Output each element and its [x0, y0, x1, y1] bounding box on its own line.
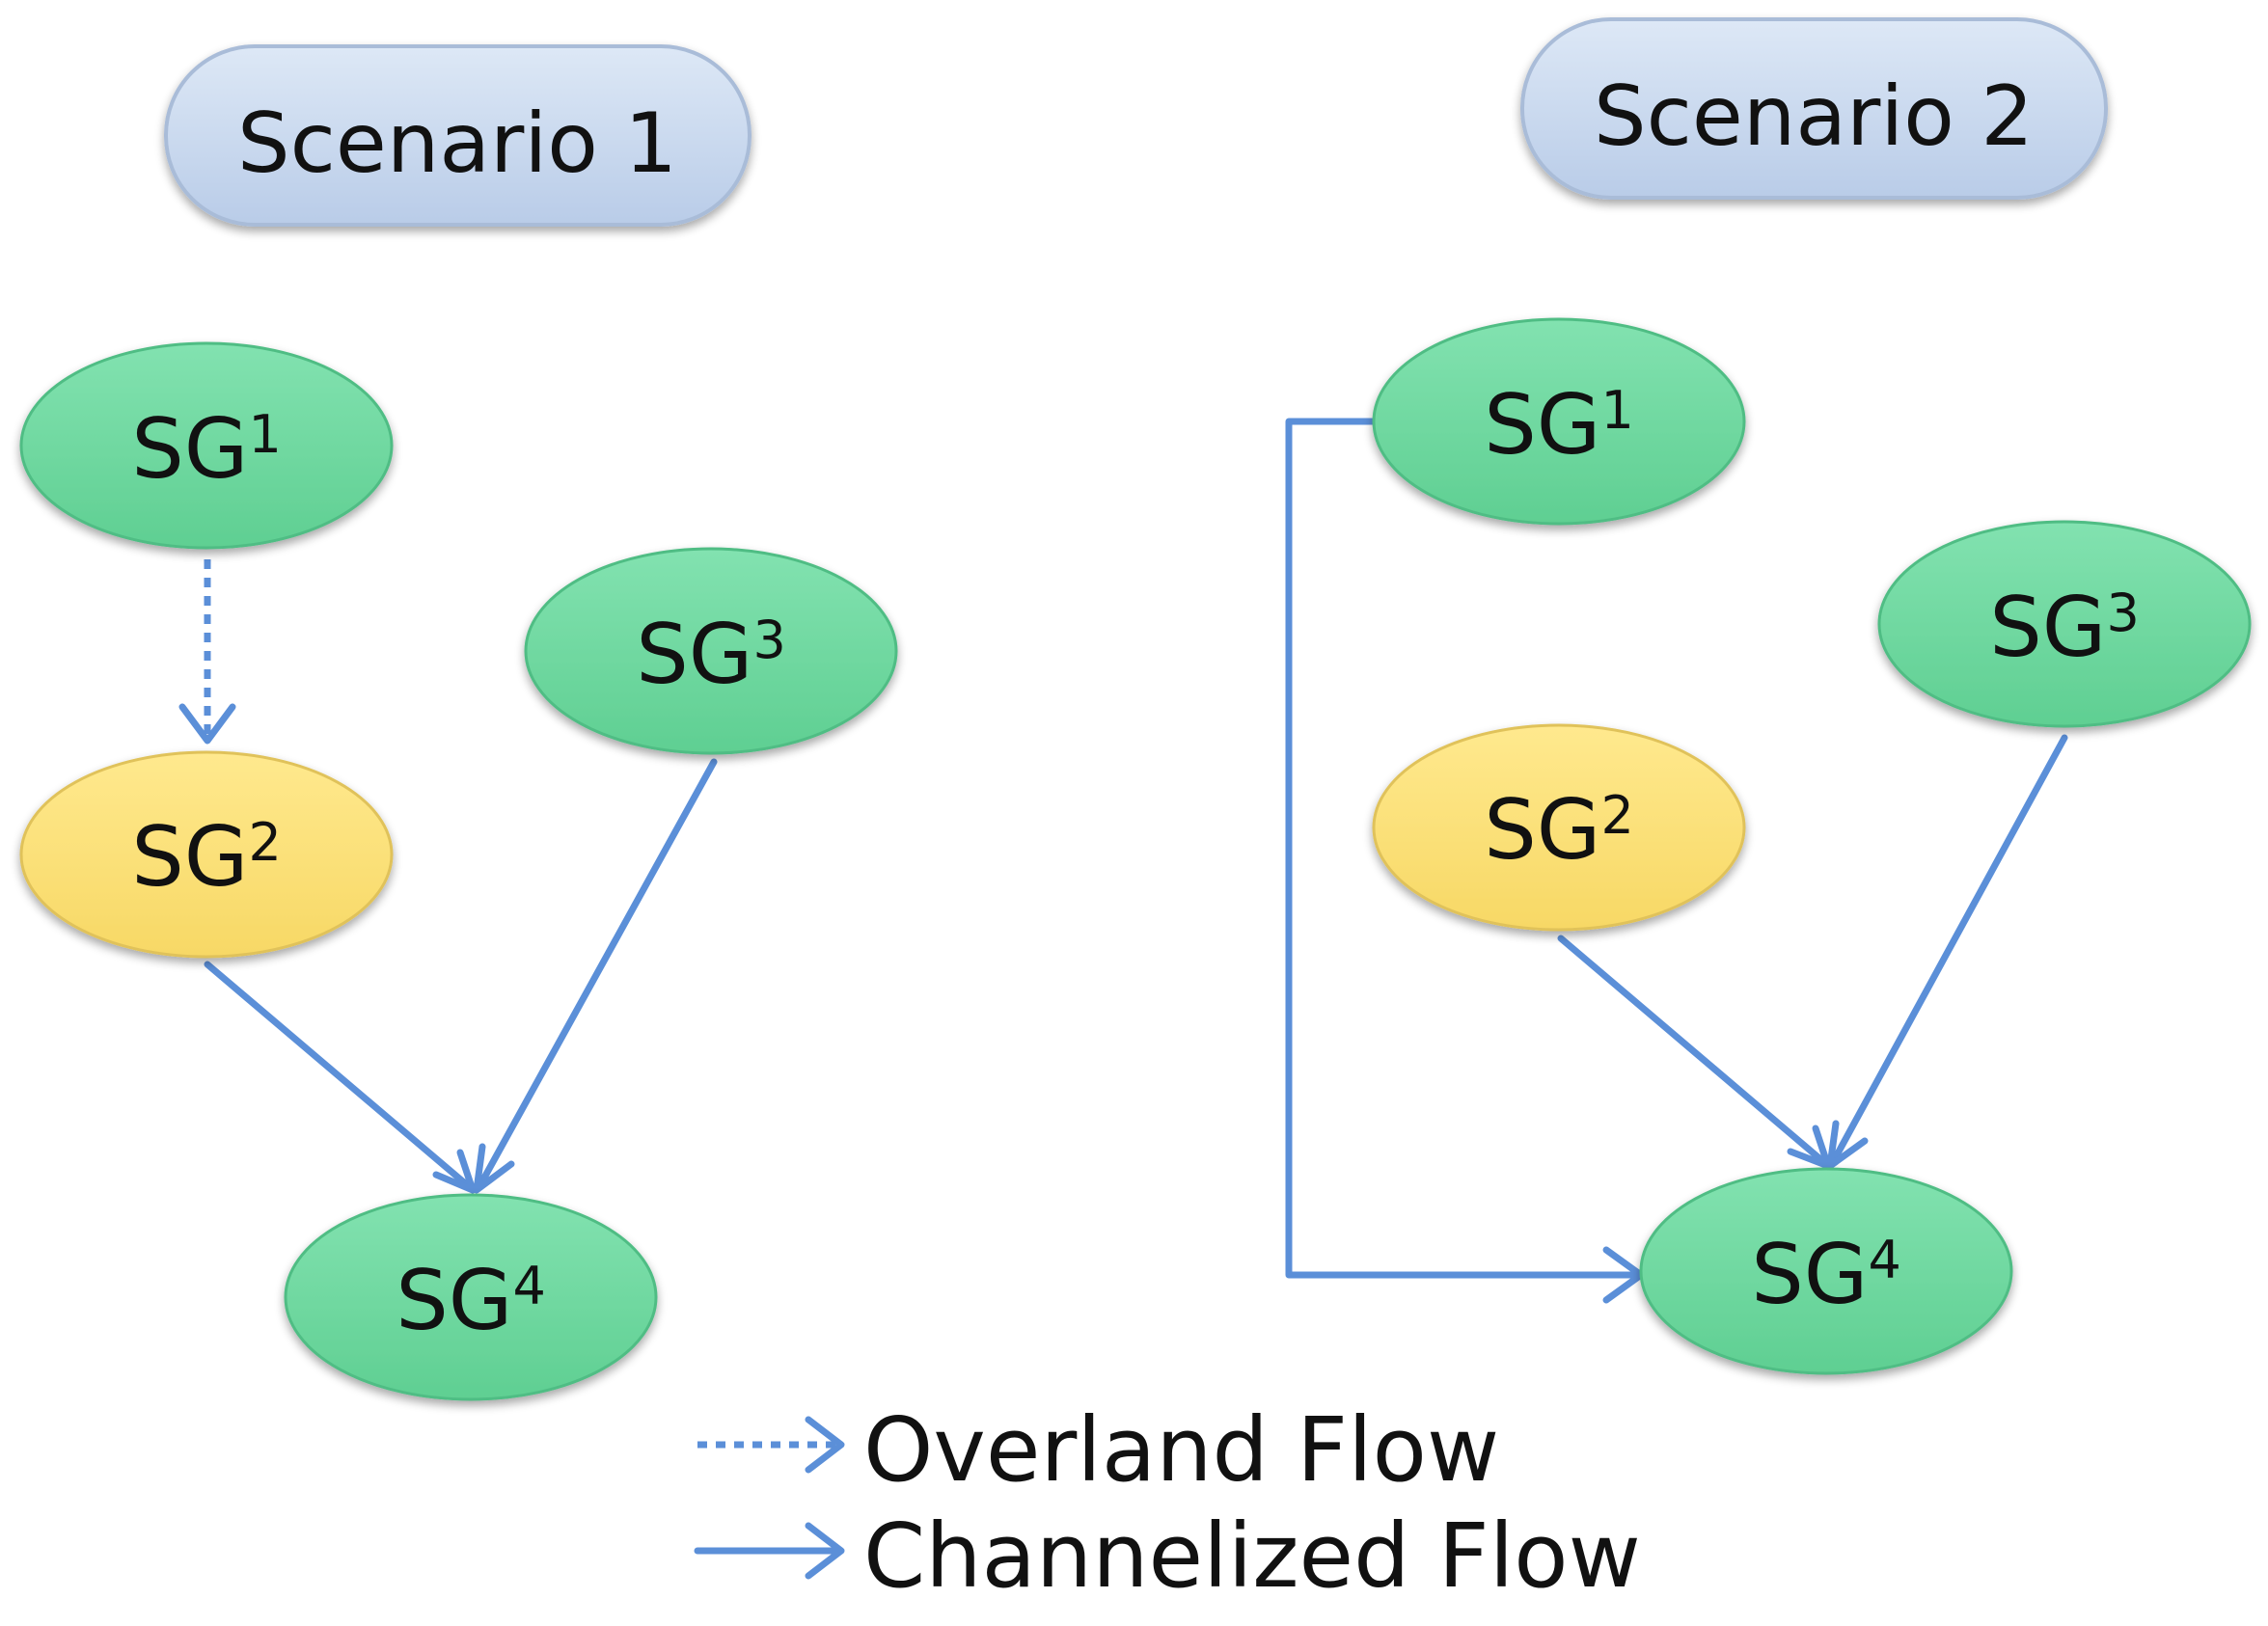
- legend-overland-label: Overland Flow: [863, 1398, 1499, 1502]
- scenario-1-title-pill: Scenario 1: [164, 44, 751, 227]
- edge-sg3-to-sg4-channelized: [1826, 734, 2068, 1170]
- scenario-2-edges: [1285, 418, 2068, 1304]
- edge-sg3-to-sg4-channelized: [473, 758, 718, 1194]
- edge-sg2-to-sg4-channelized: [204, 961, 477, 1194]
- node-label: SG4: [396, 1253, 546, 1349]
- scenario-2-node-sg4: SG4: [1639, 1167, 2013, 1375]
- node-label: SG4: [1751, 1227, 1901, 1323]
- legend-channelized-label: Channelized Flow: [863, 1504, 1641, 1608]
- legend-channelized-swatch: [694, 1522, 845, 1580]
- node-label: SG2: [131, 809, 282, 906]
- scenario-1-edges: [178, 559, 718, 1194]
- legend: Overland Flow Channelized Flow: [694, 1398, 1641, 1608]
- scenario-2-title: Scenario 2: [1594, 68, 2034, 165]
- scenario-1-node-sg3: SG3: [524, 547, 898, 755]
- scenario-1-node-sg4: SG4: [284, 1193, 658, 1401]
- scenario-1-node-sg1: SG1: [19, 341, 394, 550]
- scenario-2-node-sg2: SG2: [1372, 723, 1746, 932]
- node-label: SG1: [131, 401, 282, 498]
- node-label: SG1: [1484, 377, 1634, 474]
- scenario-1: Scenario 1 SG1: [19, 44, 898, 1401]
- edge-sg2-to-sg4-channelized: [1557, 935, 1832, 1170]
- scenario-2-node-sg3: SG3: [1877, 520, 2252, 728]
- scenario-1-node-sg2: SG2: [19, 750, 394, 959]
- scenario-2-node-sg1: SG1: [1372, 317, 1746, 526]
- node-label: SG3: [636, 607, 786, 703]
- node-label: SG2: [1484, 782, 1634, 879]
- scenario-2-title-pill: Scenario 2: [1520, 17, 2108, 200]
- edge-sg1-to-sg2-overland: [178, 559, 236, 745]
- scenario-1-title: Scenario 1: [237, 95, 677, 192]
- scenario-2: Scenario 2 SG1 SG2: [1285, 17, 2252, 1375]
- legend-overland-swatch: [697, 1416, 845, 1474]
- node-label: SG3: [1989, 580, 2140, 676]
